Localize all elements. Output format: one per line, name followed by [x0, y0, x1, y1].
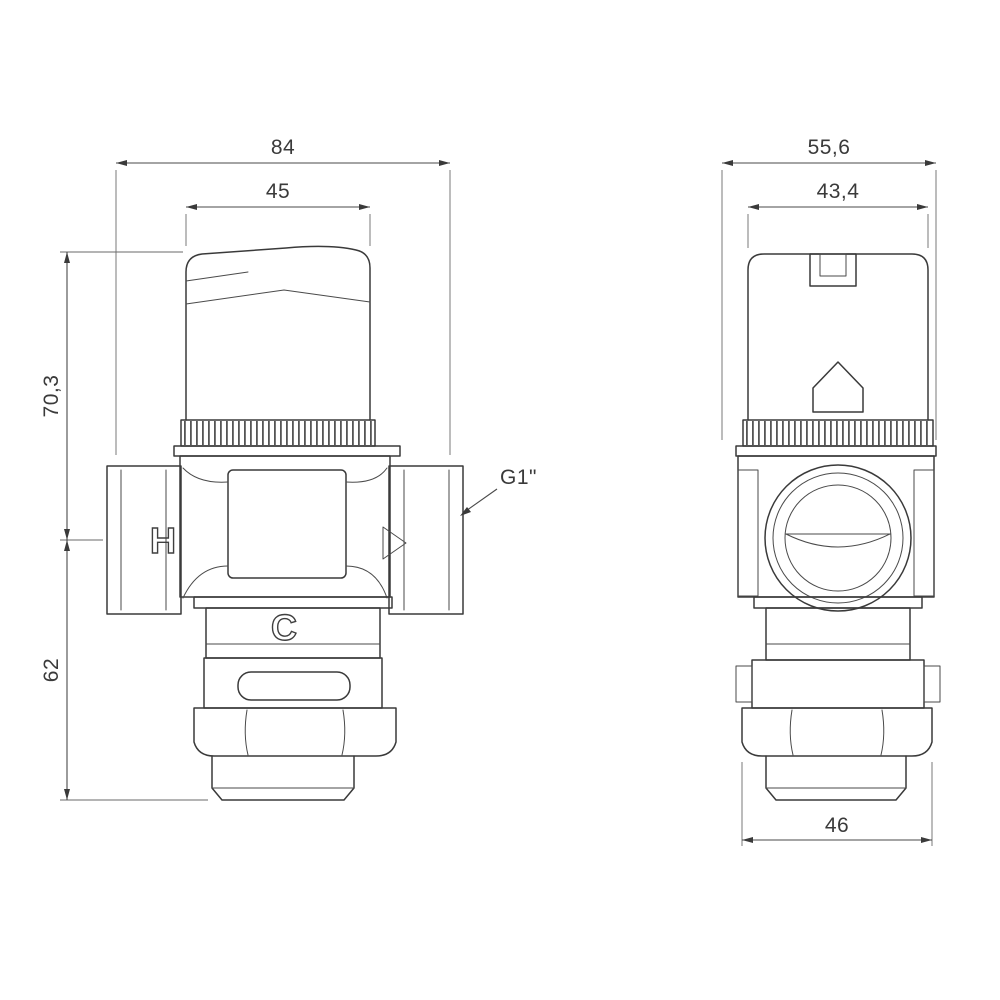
front-view-valve: H C — [106, 245, 464, 801]
side-hex-nut — [741, 707, 933, 757]
side-port-arc — [785, 533, 891, 548]
arrowhead — [64, 540, 70, 551]
front-cap — [185, 245, 371, 421]
side-body-outline — [737, 455, 935, 598]
side-cap-clip-inner — [819, 253, 847, 277]
dim-upper-height-70-3: 70,3 — [40, 251, 183, 541]
arrowhead — [722, 160, 733, 166]
front-collar-slot — [237, 671, 351, 701]
side-shoulder — [735, 445, 937, 457]
dim-label-84: 84 — [271, 136, 295, 159]
front-lower-assembly — [193, 596, 397, 801]
arrowhead — [748, 204, 759, 210]
flow-direction-triangle — [382, 526, 407, 560]
side-neck — [765, 607, 911, 661]
cold-marking: C — [271, 607, 297, 648]
side-lower-assembly — [735, 596, 941, 801]
arrowhead — [359, 204, 370, 210]
front-hex-nut — [193, 707, 397, 757]
dim-label-45: 45 — [266, 180, 290, 203]
arrowhead — [460, 507, 471, 516]
thread-callout-g1: G1" — [460, 466, 537, 516]
front-cap-grip-line — [185, 289, 371, 305]
side-cap — [747, 253, 929, 421]
dim-label-43-4: 43,4 — [817, 180, 860, 203]
side-collar-ear-left — [735, 665, 753, 703]
side-cap-arrow-glyph — [812, 361, 864, 413]
front-body — [179, 455, 391, 599]
side-collar-ear-right — [923, 665, 941, 703]
side-body — [737, 455, 935, 612]
side-knurl-band — [742, 419, 934, 447]
dim-label-62: 62 — [40, 658, 63, 682]
side-body-step-right — [913, 469, 935, 597]
front-body-panel — [227, 469, 347, 579]
front-left-port — [106, 465, 182, 615]
arrowhead — [64, 529, 70, 540]
leader-line — [462, 488, 498, 514]
arrowhead — [925, 160, 936, 166]
arrowhead — [742, 837, 753, 843]
front-hex-facet-1 — [244, 709, 249, 756]
arrowhead — [439, 160, 450, 166]
front-body-wing-br — [345, 565, 388, 599]
side-body-step-left — [737, 469, 759, 597]
front-right-port — [388, 465, 464, 615]
front-body-wing-tr — [345, 467, 388, 483]
front-tailpipe — [211, 755, 355, 801]
dim-label-70-3: 70,3 — [40, 375, 63, 418]
side-hex-facet-2 — [880, 709, 885, 756]
dim-side-cap-width-43-4: 43,4 — [747, 180, 929, 248]
front-hex-facet-2 — [341, 709, 346, 756]
dim-overall-width-84: 84 — [115, 136, 451, 455]
side-port-ring-mid — [772, 472, 904, 604]
thread-callout-label: G1" — [500, 466, 537, 489]
side-hex-facet-1 — [789, 709, 794, 756]
side-view-valve — [735, 253, 941, 801]
arrowhead — [921, 837, 932, 843]
arrowhead — [917, 204, 928, 210]
side-tailpipe — [765, 755, 907, 801]
front-knurl-outline — [180, 419, 376, 447]
front-shoulder — [173, 445, 401, 457]
front-right-port-outline — [388, 465, 464, 615]
dim-cap-width-45: 45 — [185, 180, 371, 246]
front-body-outline — [179, 455, 391, 598]
dim-lower-height-62: 62 — [40, 540, 208, 801]
front-cap-outline — [185, 245, 371, 421]
side-cap-outline — [747, 253, 929, 421]
front-body-wing-bl — [182, 565, 229, 599]
hot-marking: H — [150, 520, 176, 561]
arrowhead — [186, 204, 197, 210]
side-collar — [751, 659, 925, 709]
arrowhead — [64, 252, 70, 263]
side-port-ring-outer — [764, 464, 912, 612]
front-cap-accent-line — [185, 271, 249, 282]
front-left-port-outline — [106, 465, 182, 615]
side-cap-clip-tab — [809, 253, 857, 287]
dim-outlet-width-46: 46 — [741, 762, 933, 846]
dim-label-46: 46 — [825, 814, 849, 837]
arrowhead — [116, 160, 127, 166]
front-body-wing-tl — [182, 467, 229, 483]
dim-body-width-55-6: 55,6 — [721, 136, 937, 440]
side-port-bore — [784, 484, 892, 592]
front-knurl-band — [180, 419, 376, 447]
dim-label-55-6: 55,6 — [808, 136, 851, 159]
arrowhead — [64, 789, 70, 800]
